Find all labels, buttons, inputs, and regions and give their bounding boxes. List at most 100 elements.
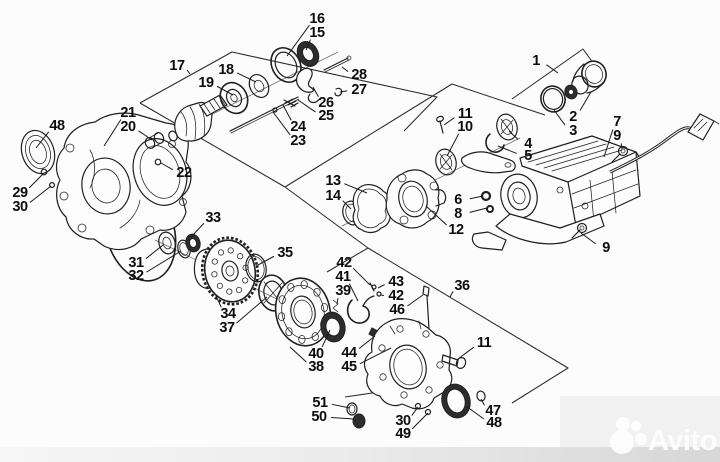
callout-label-26: 26 <box>318 95 334 111</box>
bearing-19 <box>219 81 249 115</box>
bolt-9-bottom <box>576 222 588 234</box>
callout-leader-34 <box>215 295 222 308</box>
callout-leader-15 <box>305 39 311 51</box>
callout-leader-6 <box>469 195 484 200</box>
callout-leader-24 <box>282 104 292 121</box>
callout-leader-28 <box>341 66 349 72</box>
callout-label-31: 31 <box>128 255 144 271</box>
callout-label-11: 11 <box>458 106 473 122</box>
callout-label-5: 5 <box>524 148 532 164</box>
shaft-25 <box>229 96 299 132</box>
callout-leader-46 <box>407 294 424 307</box>
callout-label-15: 15 <box>309 25 325 41</box>
callout-leader-7 <box>603 129 614 158</box>
callout-label-30: 30 <box>12 199 28 215</box>
shim-35 <box>245 253 267 283</box>
callout-leader-47 <box>480 398 485 406</box>
callout-leader-43 <box>377 284 385 289</box>
callout-leader-19 <box>216 85 234 96</box>
bracket-5 <box>460 151 516 174</box>
callout-leader-10 <box>446 133 460 157</box>
snap-ring-5 <box>485 133 505 153</box>
callout-leader-1 <box>546 64 559 74</box>
callout-leader-2 <box>579 91 592 111</box>
callout-label-16: 16 <box>309 11 325 27</box>
screw-30 <box>48 182 55 189</box>
callout-leader-41 <box>348 283 359 302</box>
callout-label-23: 23 <box>290 133 306 149</box>
callout-leader-25 <box>297 99 316 113</box>
callout-label-46: 46 <box>389 302 405 318</box>
screw-43 <box>371 284 377 290</box>
gearcase-housing-drawing <box>20 112 192 282</box>
callout-leader-38 <box>289 346 307 363</box>
callout-label-25: 25 <box>318 108 334 124</box>
bearing-18 <box>248 73 270 99</box>
clip-27 <box>334 87 343 97</box>
output-hub-38 <box>274 277 332 347</box>
ring-gear-teeth <box>200 236 260 306</box>
callout-label-7: 7 <box>613 114 621 130</box>
callout-label-47: 47 <box>485 403 501 419</box>
callout-leader-20 <box>138 130 153 141</box>
oring-2-3 <box>540 85 566 113</box>
differential-gear-parts-drawing <box>158 231 405 358</box>
bolt-11 <box>439 120 444 134</box>
callout-leader-45 <box>359 347 392 365</box>
callout-label-33: 33 <box>205 210 221 226</box>
output-cover-parts-drawing <box>346 285 486 429</box>
callout-label-11: 11 <box>477 335 492 351</box>
callout-leader-29 <box>28 173 44 189</box>
callout-leader-30 <box>411 406 419 416</box>
callout-leader-44 <box>358 335 376 350</box>
callout-label-6: 6 <box>454 192 462 208</box>
callout-leader-26 <box>312 86 319 98</box>
callout-label-2: 2 <box>569 109 577 125</box>
callout-label-40: 40 <box>308 346 324 362</box>
screw-22 <box>154 158 162 166</box>
callout-label-19: 19 <box>198 75 214 91</box>
callout-label-42: 42 <box>388 288 404 304</box>
callout-leader-13 <box>344 183 368 194</box>
callout-label-22: 22 <box>176 165 192 181</box>
screw-42b <box>376 291 382 297</box>
callout-label-13: 13 <box>325 173 341 189</box>
callout-label-38: 38 <box>308 359 324 375</box>
spring-39 <box>332 299 339 313</box>
callout-leader-36 <box>449 291 454 298</box>
callout-leader-48 <box>35 131 50 149</box>
input-shaft-parts-drawing <box>144 41 352 166</box>
callout-label-9: 9 <box>602 240 610 256</box>
callout-label-27: 27 <box>351 82 367 98</box>
callout-leader-18 <box>236 72 257 83</box>
screw-30b <box>414 402 422 410</box>
callout-label-34: 34 <box>220 306 236 322</box>
callout-label-35: 35 <box>277 245 293 261</box>
callout-label-21: 21 <box>120 105 136 121</box>
callout-label-51: 51 <box>312 395 328 411</box>
shift-rod-28 <box>323 57 349 71</box>
callout-label-29: 29 <box>12 185 28 201</box>
callout-label-37: 37 <box>219 320 235 336</box>
coupling-drawing <box>540 60 607 113</box>
callout-leader-16 <box>286 24 310 57</box>
callout-label-10: 10 <box>457 119 473 135</box>
bearing-4 <box>496 113 518 141</box>
callout-label-32: 32 <box>128 268 144 284</box>
callout-leader-21 <box>103 119 122 147</box>
actuator-foot <box>471 231 507 251</box>
callout-label-24: 24 <box>290 119 306 135</box>
callout-label-4: 4 <box>524 136 532 152</box>
bearing-cage-parts-drawing <box>342 113 518 234</box>
screw-49 <box>424 408 432 416</box>
callout-leader-17 <box>186 69 191 75</box>
callout-label-48: 48 <box>49 118 65 134</box>
shift-fork-26 <box>296 67 315 93</box>
avito-watermark: Avito <box>610 417 717 457</box>
callout-leader-49 <box>411 412 429 430</box>
callout-label-41: 41 <box>335 269 351 285</box>
gasket-13 <box>352 184 392 234</box>
bottom-gray-band <box>0 447 720 462</box>
